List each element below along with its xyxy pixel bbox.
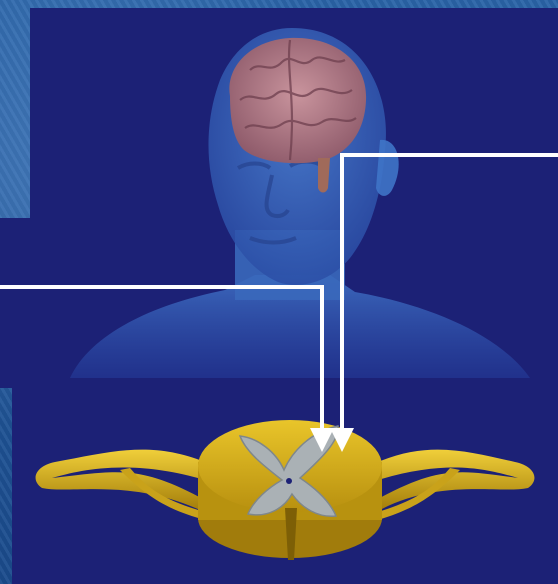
ear [376, 140, 399, 196]
right-nerve-root [376, 450, 534, 510]
brain [229, 38, 366, 163]
left-nerve-root [36, 450, 205, 510]
central-canal [286, 478, 292, 484]
